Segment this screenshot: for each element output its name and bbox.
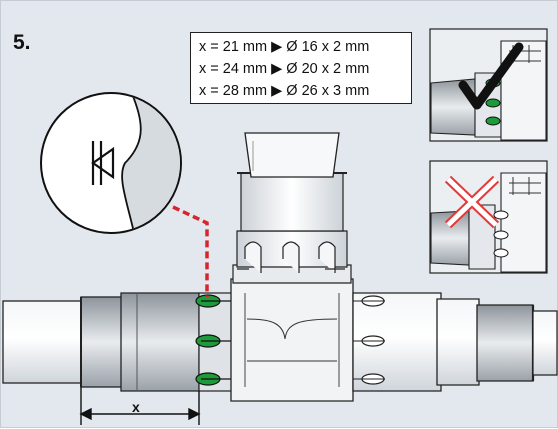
- right-pipe-assembly: [352, 292, 558, 392]
- dimension-x: [79, 387, 201, 425]
- top-clip-tabs: [237, 241, 345, 273]
- step-number: 5.: [13, 31, 31, 54]
- spec-line: x = 24 mm ▶ Ø 20 x 2 mm: [199, 61, 370, 77]
- spec-line: x = 21 mm ▶ Ø 16 x 2 mm: [199, 39, 370, 55]
- dimension-label: x: [132, 399, 140, 415]
- incorrect-detail-panel: [429, 160, 548, 274]
- magnifier-leader-line: [172, 205, 209, 297]
- insertion-depth-symbol-icon: [91, 141, 115, 185]
- dimension-spec-box: x = 21 mm ▶ Ø 16 x 2 mm x = 24 mm ▶ Ø 20…: [190, 32, 412, 104]
- magnifier-detail: [40, 92, 182, 234]
- press-indicators-left: [195, 294, 231, 386]
- cross-mark-icon: [444, 175, 500, 229]
- correct-detail-panel: [429, 28, 548, 142]
- check-mark-icon: [458, 42, 524, 110]
- spec-line: x = 28 mm ▶ Ø 26 x 3 mm: [199, 83, 370, 99]
